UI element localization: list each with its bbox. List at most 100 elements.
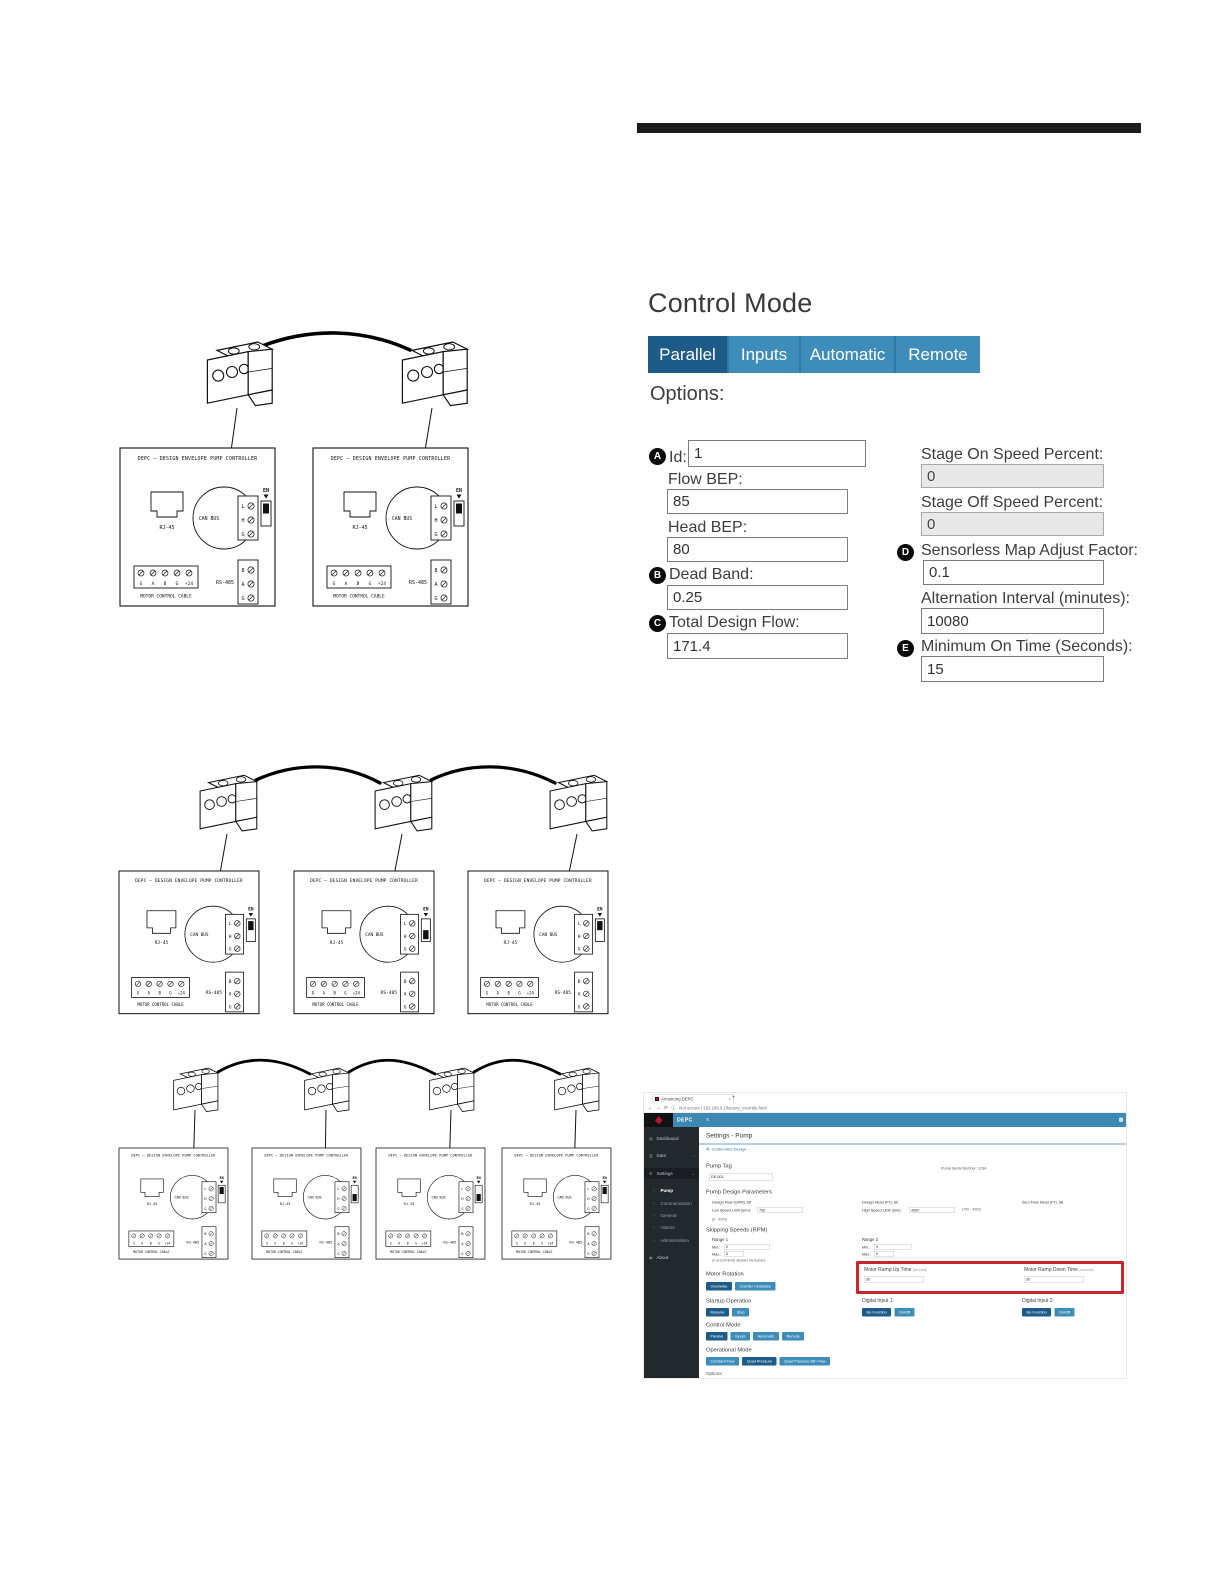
ramp-up-input[interactable] [864,1276,924,1283]
range2-max-input[interactable] [874,1251,894,1257]
forward-icon[interactable]: → [656,1105,661,1111]
control-mode-tabbar: Parallel Inputs Automatic Remote [648,336,980,373]
svg-text:MOTOR CONTROL CABLE: MOTOR CONTROL CABLE [486,1002,533,1007]
svg-text:EN: EN [220,1176,224,1180]
section-divider-rule [637,123,1141,133]
di2-on-off-button[interactable]: On/Off [1054,1308,1075,1317]
back-icon[interactable]: ← [648,1105,653,1111]
sidebar-item-about[interactable]: ◉About [649,1255,669,1260]
ramp-down-label: Motor Ramp Down Time (seconds) [1024,1267,1094,1273]
svg-text:RJ-45: RJ-45 [330,940,344,946]
site-info-icon[interactable]: ⓘ [671,1105,676,1111]
depc-board: DEPC – DESIGN ENVELOPE PUMP CONTROLLERRJ… [375,1147,486,1260]
sidebar-item-administration[interactable]: ○Administration [653,1238,690,1243]
di2-no-function-button[interactable]: No Function [1022,1308,1052,1317]
quad-pressure-button[interactable]: Quad Pressure [742,1357,777,1366]
close-tab-icon[interactable]: × [728,1096,731,1102]
tab-parallel[interactable]: Parallel [648,336,727,373]
range1-max-input[interactable] [724,1251,744,1257]
can-bus-cable [254,765,382,785]
pump-tag-input[interactable] [709,1173,773,1181]
ramp-down-input[interactable] [1024,1276,1084,1283]
depc-board: DEPC – DESIGN ENVELOPE PUMP CONTROLLERRJ… [119,447,276,607]
stage-on-input [921,464,1104,488]
can-bus-cable [260,331,412,352]
depc-app-screenshot: Armstrong DEPC × + ← → ⟳ ⓘ Not secure | … [643,1092,1127,1379]
svg-text:B: B [164,581,167,587]
resume-button[interactable]: Resume [706,1308,729,1317]
svg-text:B: B [404,979,407,985]
control-mode-heading: Control Mode [648,288,813,318]
depc-board: DEPC – DESIGN ENVELOPE PUMP CONTROLLERRJ… [467,870,609,1015]
high-speed-label: High Speed Limit (rpm): [862,1208,902,1213]
app-control-mode-title: Control Mode [706,1322,741,1328]
total-design-flow-input[interactable] [667,633,848,659]
constant-flow-button[interactable]: Constant Flow [706,1357,739,1366]
sidebar-item-settings[interactable]: ⚙Settings ⌄ [644,1168,699,1179]
svg-text:MOTOR CONTROL CABLE: MOTOR CONTROL CABLE [133,1250,169,1254]
sidebar-item-general[interactable]: ○General [653,1213,677,1218]
svg-text:+24: +24 [185,581,193,587]
browser-address-bar[interactable]: ← → ⟳ ⓘ Not secure | 192.168.0.1/factory… [644,1103,1126,1113]
browser-tab[interactable]: Armstrong DEPC × [652,1094,734,1103]
id-label: Id: [669,449,687,466]
user-icon[interactable] [1119,1117,1123,1122]
svg-text:DEPC – DESIGN ENVELOPE PUMP CO: DEPC – DESIGN ENVELOPE PUMP CONTROLLER [138,456,258,462]
breadcrumb[interactable]: ⚙ Control And Design [706,1147,747,1152]
range2-min-label: Min.: [862,1245,871,1250]
sidebar-item-dashboard[interactable]: ▤Dashboard [649,1136,679,1141]
flow-bep-label: Flow BEP: [668,471,743,488]
low-speed-input[interactable] [757,1207,803,1213]
svg-text:+24: +24 [548,1241,554,1245]
sidebar-item-alarms[interactable]: ○Alarms [653,1225,675,1230]
app-automatic-button[interactable]: Automatic [753,1332,779,1341]
quad-pressure-min-flow-button[interactable]: Quad Pressure Min Flow [779,1357,830,1366]
svg-text:A: A [148,991,151,996]
svg-text:G: G [344,991,347,996]
app-inputs-button[interactable]: Inputs [730,1332,750,1341]
di1-on-off-button[interactable]: On/Off [894,1308,915,1317]
can-plug-connector [374,774,434,832]
sidebar-item-data[interactable]: ▥Data › [649,1153,695,1158]
svg-text:MOTOR CONTROL CABLE: MOTOR CONTROL CABLE [266,1250,302,1254]
min-on-time-input[interactable] [921,656,1104,682]
svg-text:B: B [587,1232,589,1236]
svg-text:A: A [274,1241,276,1245]
tab-automatic[interactable]: Automatic [799,336,894,373]
svg-text:RS-485: RS-485 [216,580,234,586]
sidebar-item-communication[interactable]: ○Communication [653,1201,692,1206]
flow-bep-input[interactable] [667,489,848,514]
clockwise-button[interactable]: Clockwise [706,1282,732,1291]
can-plug-connector [549,774,609,832]
id-input[interactable] [688,440,866,467]
sidebar-item-pump[interactable]: ○Pump [653,1188,674,1193]
range2-min-input[interactable] [874,1244,912,1250]
stop-button[interactable]: Stop [732,1308,749,1317]
menu-icon[interactable]: ≡ [706,1117,710,1123]
min-on-time-label: Minimum On Time (Seconds): [921,638,1133,655]
app-options-label: Options: [706,1371,723,1376]
callout-badge-d: D [897,544,914,561]
svg-text:RJ-45: RJ-45 [530,1202,541,1206]
high-speed-input[interactable] [909,1207,955,1213]
svg-text:G: G [337,1252,339,1256]
svg-text:A: A [587,1242,590,1246]
head-bep-input[interactable] [667,537,848,562]
sensorless-map-input[interactable] [923,560,1104,585]
tab-inputs[interactable]: Inputs [727,336,799,373]
di1-no-function-button[interactable]: No Function [862,1308,892,1317]
four-pump-can-daisy-chain: DEPC – DESIGN ENVELOPE PUMP CONTROLLERRJ… [118,1058,612,1260]
counter-clockwise-button[interactable]: Counter Clockwise [735,1282,776,1291]
svg-text:G: G [434,596,437,602]
app-parallel-button[interactable]: Parallel [706,1332,728,1341]
new-tab-button[interactable]: + [732,1094,735,1101]
app-remote-button[interactable]: Remote [782,1332,805,1341]
svg-text:CAN BUS: CAN BUS [307,1196,321,1200]
alternation-interval-input[interactable] [921,608,1104,634]
range1-min-input[interactable] [724,1244,770,1250]
tab-remote[interactable]: Remote [894,336,980,373]
dead-band-input[interactable] [667,585,848,610]
reload-icon[interactable]: ⟳ [664,1105,668,1110]
svg-text:+24: +24 [378,581,386,587]
svg-text:+24: +24 [353,991,361,996]
